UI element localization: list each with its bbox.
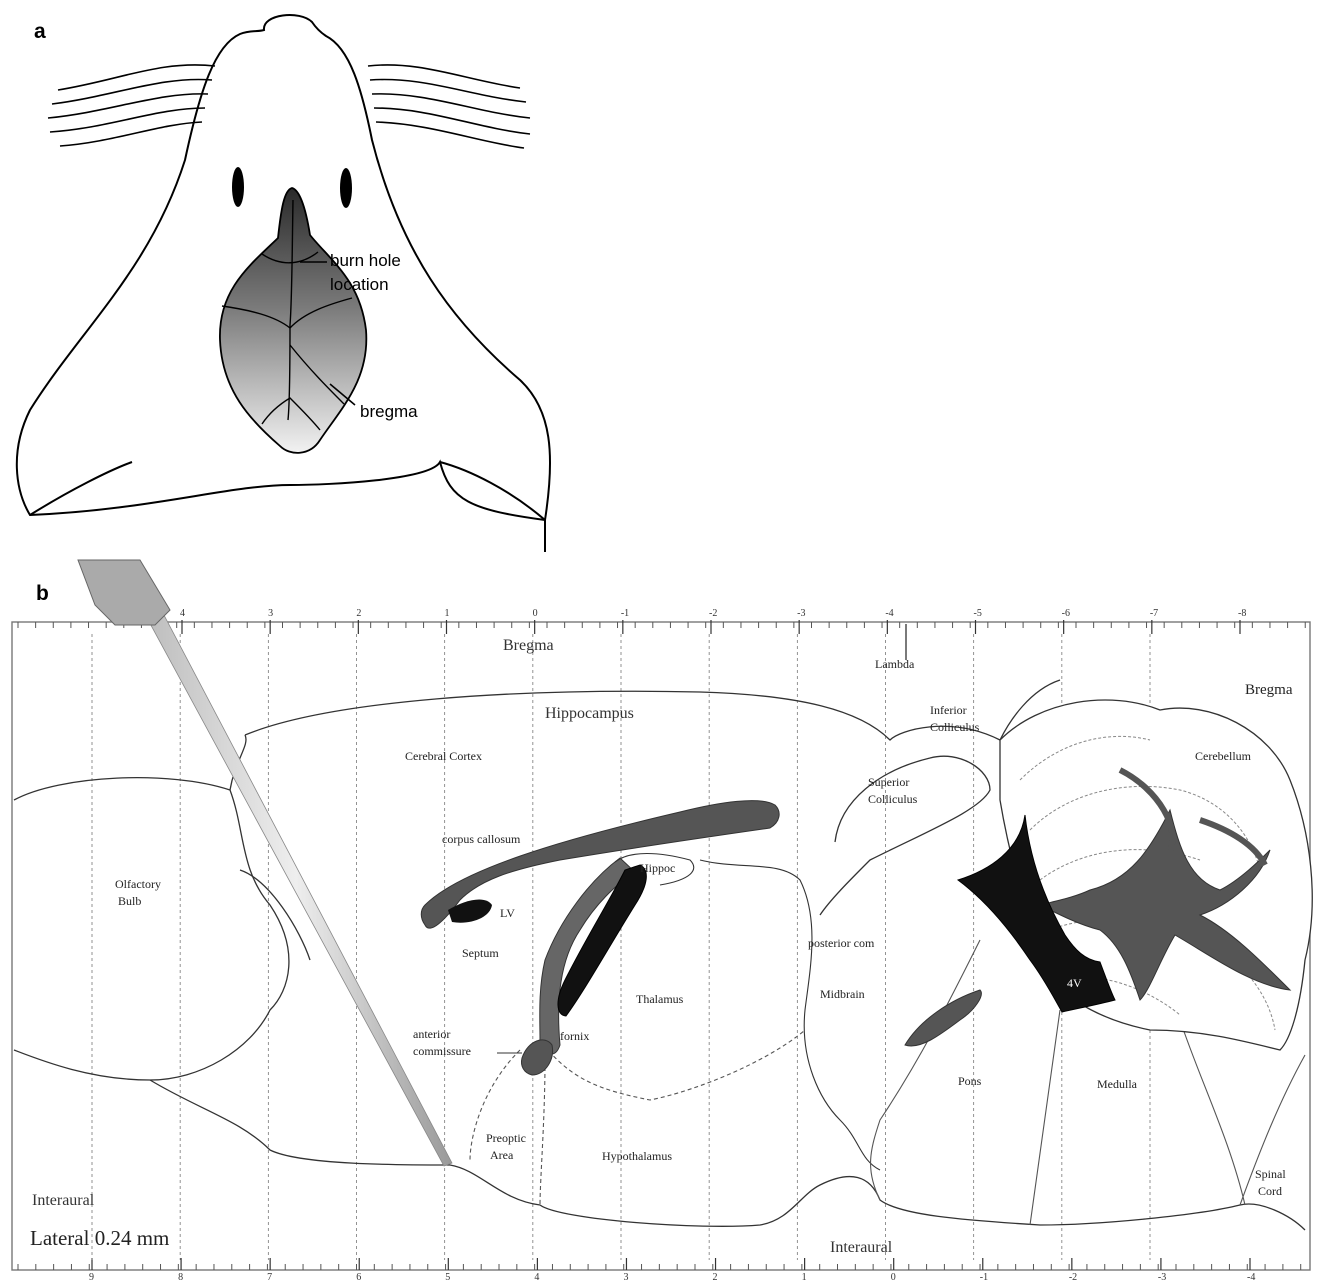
panel-b-letter: b <box>36 582 49 605</box>
bottom-tick-label: -4 <box>1247 1272 1255 1281</box>
top-tick-label: 2 <box>356 608 361 619</box>
bottom-tick-label: 8 <box>178 1272 183 1281</box>
top-tick-label: -3 <box>797 608 805 619</box>
olfactory-bulb <box>14 778 289 1080</box>
label-hippoc: Hippoc <box>640 861 675 875</box>
bottom-tick-label: -2 <box>1069 1272 1077 1281</box>
burn-hole-label-line2: location <box>330 275 389 294</box>
label-interaural-bottom: Interaural <box>830 1239 893 1256</box>
top-tick-label: -5 <box>974 608 982 619</box>
label-lv: LV <box>500 906 515 920</box>
aqueduct <box>905 990 981 1046</box>
grid-lines <box>92 634 1150 1260</box>
panel-b: b 4 3 2 1 0 -1 -2 -3 -4 -5 -6 -7 -8 9 8 7 6 5 4 3 2 1 0 -1 -2 -3… <box>12 560 1312 1281</box>
bottom-tick-label: 7 <box>267 1272 272 1281</box>
panel-a-letter: a <box>34 20 46 43</box>
label-medulla: Medulla <box>1097 1077 1138 1091</box>
label-hippocampus: Hippocampus <box>545 705 634 722</box>
label-olfactory-bulb-1: Olfactory <box>115 877 161 891</box>
label-fornix: fornix <box>560 1029 589 1043</box>
needle-hub <box>78 560 170 625</box>
label-superior-colliculus-1: Superior <box>868 775 909 789</box>
label-spinal-cord-2: Cord <box>1258 1184 1282 1198</box>
label-preoptic-area-1: Preoptic <box>486 1131 526 1145</box>
label-preoptic-area-2: Area <box>490 1148 514 1162</box>
label-pons: Pons <box>958 1074 982 1088</box>
bottom-tick-label: 6 <box>356 1272 361 1281</box>
label-thalamus: Thalamus <box>636 992 684 1006</box>
bottom-tick-label: 0 <box>891 1272 896 1281</box>
label-superior-colliculus-2: Colliculus <box>868 792 918 806</box>
label-posterior-com: posterior com <box>808 936 875 950</box>
label-septum: Septum <box>462 946 499 960</box>
top-scale: 4 3 2 1 0 -1 -2 -3 -4 -5 -6 -7 -8 <box>18 608 1305 660</box>
bottom-tick-label: 1 <box>802 1272 807 1281</box>
ventral-surface <box>150 1080 1305 1230</box>
bottom-tick-label: -1 <box>980 1272 988 1281</box>
top-tick-label: -7 <box>1150 608 1158 619</box>
burn-hole-label-line1: burn hole <box>330 251 401 270</box>
cerebellum <box>1000 700 1312 1050</box>
top-tick-label: -4 <box>885 608 893 619</box>
bottom-tick-label: 4 <box>534 1272 539 1281</box>
label-anterior-commissure-2: commissure <box>413 1044 471 1058</box>
bottom-tick-label: 9 <box>89 1272 94 1281</box>
right-whiskers <box>368 65 530 148</box>
label-lateral: Lateral 0.24 mm <box>30 1226 169 1250</box>
label-inferior-colliculus-1: Inferior <box>930 703 967 717</box>
top-tick-label: 3 <box>268 608 273 619</box>
label-cerebellum: Cerebellum <box>1195 749 1252 763</box>
anterior-commissure <box>521 1040 552 1075</box>
top-tick-label: 1 <box>445 608 450 619</box>
top-tick-label: 0 <box>533 608 538 619</box>
label-spinal-cord-1: Spinal <box>1255 1167 1286 1181</box>
label-midbrain: Midbrain <box>820 987 865 1001</box>
label-lambda: Lambda <box>875 657 915 671</box>
thalamus-outline <box>700 860 880 1170</box>
bottom-tick-label: 3 <box>623 1272 628 1281</box>
label-bregma-top: Bregma <box>503 637 554 654</box>
right-eye <box>340 168 352 208</box>
panel-a: a <box>17 15 550 552</box>
bottom-tick-label: -3 <box>1158 1272 1166 1281</box>
top-tick-label: -8 <box>1238 608 1246 619</box>
label-hypothalamus: Hypothalamus <box>602 1149 672 1163</box>
bottom-tick-label: 5 <box>445 1272 450 1281</box>
top-tick-label: -1 <box>621 608 629 619</box>
label-corpus-callosum: corpus callosum <box>442 832 521 846</box>
label-interaural-left: Interaural <box>32 1192 95 1209</box>
top-tick-label: -2 <box>709 608 717 619</box>
top-tick-label: 4 <box>180 608 185 619</box>
bregma-label: bregma <box>360 402 418 421</box>
top-tick-label: -6 <box>1062 608 1070 619</box>
hypothalamus-outline <box>470 1030 805 1205</box>
label-olfactory-bulb-2: Bulb <box>118 894 141 908</box>
label-inferior-colliculus-2: Colliculus <box>930 720 980 734</box>
label-cerebral-cortex: Cerebral Cortex <box>405 749 482 763</box>
label-anterior-commissure-1: anterior <box>413 1027 450 1041</box>
injection-needle <box>78 560 452 1166</box>
left-eye <box>232 167 244 207</box>
bottom-tick-label: 2 <box>713 1272 718 1281</box>
label-bregma-right: Bregma <box>1245 682 1293 698</box>
label-4v: 4V <box>1067 976 1082 990</box>
